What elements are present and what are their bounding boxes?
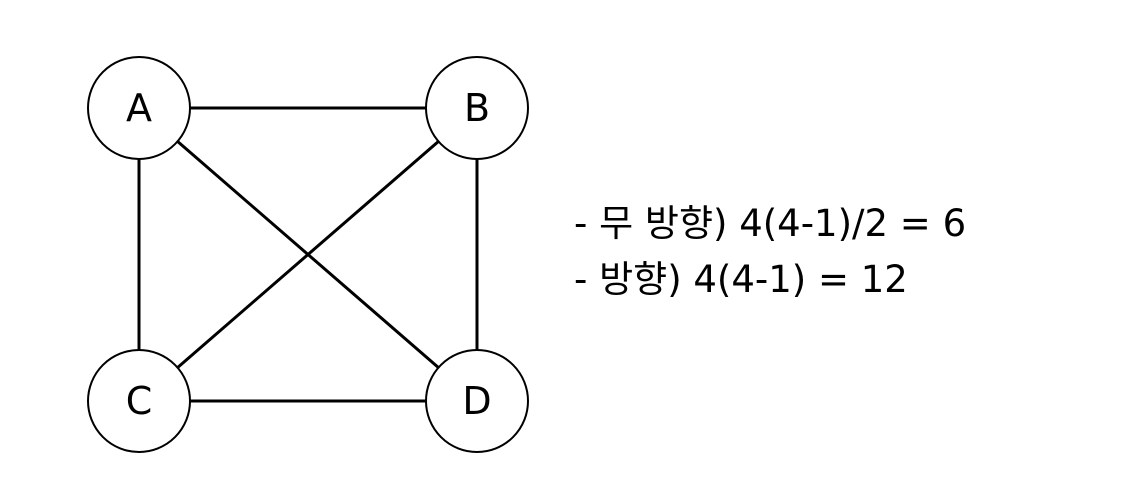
- node-circle-c: [87, 349, 191, 453]
- undirected-edge-count-formula: - 무 방향) 4(4-1)/2 = 6: [574, 202, 967, 245]
- nodes-layer: A B C D: [87, 56, 529, 453]
- node-label-c: C: [126, 379, 153, 423]
- node-d: D: [425, 349, 529, 453]
- directed-edge-count-formula: - 방향) 4(4-1) = 12: [574, 258, 908, 301]
- formula-block: - 무 방향) 4(4-1)/2 = 6 - 방향) 4(4-1) = 12: [574, 196, 966, 308]
- complete-graph-diagram: A B C D: [87, 56, 529, 453]
- node-a: A: [87, 56, 191, 160]
- node-b: B: [425, 56, 529, 160]
- node-circle-a: [87, 56, 191, 160]
- node-label-b: B: [464, 86, 490, 130]
- node-label-a: A: [126, 86, 152, 130]
- edges-layer: [137, 106, 479, 403]
- edge-b-c: [138, 106, 478, 403]
- node-circle-d: [425, 349, 529, 453]
- node-c: C: [87, 349, 191, 453]
- node-circle-b: [425, 56, 529, 160]
- node-label-d: D: [462, 379, 491, 423]
